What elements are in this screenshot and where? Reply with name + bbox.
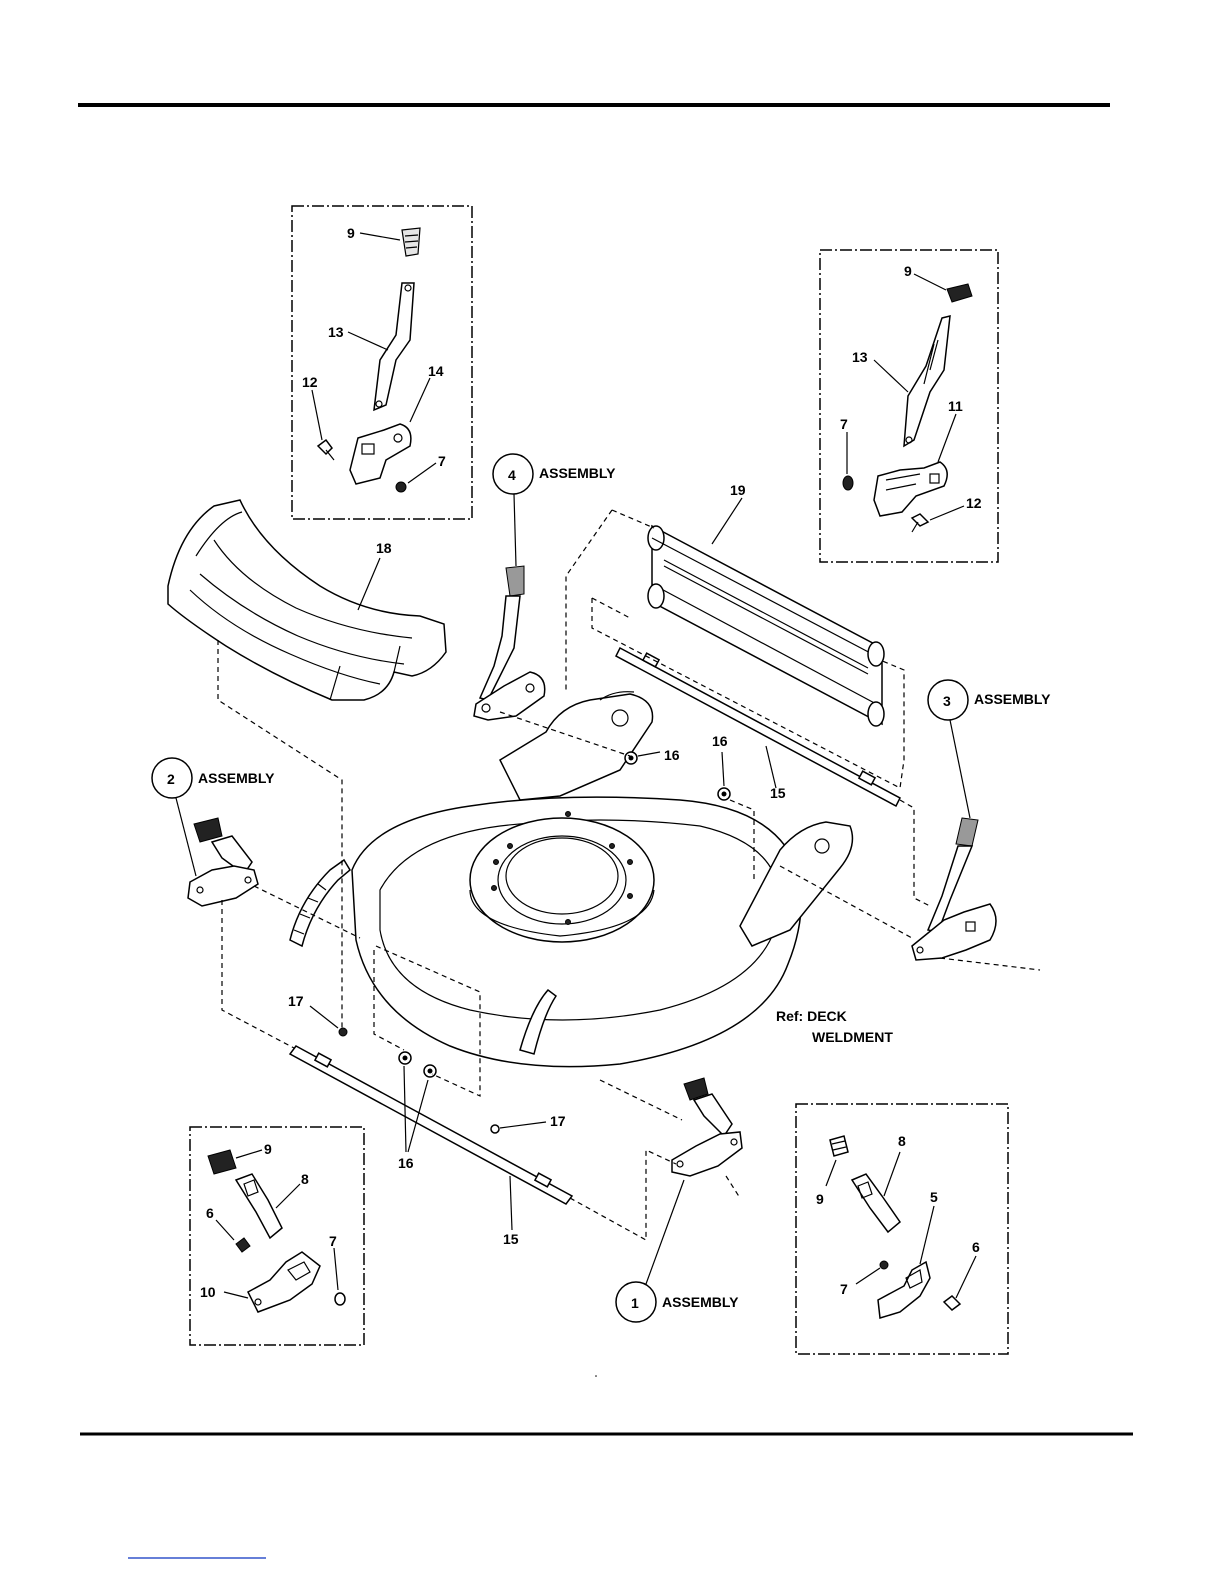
- bracket-icon: [878, 1262, 930, 1318]
- lever-arm-icon: [904, 316, 950, 446]
- part-number: 14: [428, 363, 444, 379]
- grip-icon: [830, 1136, 848, 1156]
- lever-arm-icon: [852, 1174, 900, 1232]
- part-number: 16: [664, 747, 680, 763]
- bracket-icon: [248, 1252, 320, 1312]
- bolt-icon: [944, 1296, 960, 1310]
- grip-icon: [208, 1150, 236, 1174]
- part-number: 13: [328, 324, 344, 340]
- assembly-3-lever: [912, 818, 996, 960]
- part-number: 11: [948, 398, 963, 414]
- part-number: 13: [852, 349, 868, 365]
- assembly-4-lever: [474, 566, 545, 720]
- rear-flap-part: [648, 526, 884, 726]
- part-number: 8: [301, 1171, 309, 1187]
- part-number: 12: [966, 495, 982, 511]
- part-number: 19: [730, 482, 746, 498]
- part-number: 17: [550, 1113, 566, 1129]
- assembly-label: ASSEMBLY: [198, 770, 275, 786]
- screw-icon: [339, 1028, 347, 1036]
- part-number: 9: [347, 225, 355, 241]
- part-number: 9: [904, 263, 912, 279]
- ref-label-line2: WELDMENT: [812, 1029, 893, 1045]
- assembly-1-lever: [672, 1078, 742, 1176]
- bracket-icon: [350, 424, 411, 484]
- nut-icon: [335, 1293, 345, 1305]
- part-number: 16: [398, 1155, 414, 1171]
- part-number: 7: [438, 453, 446, 469]
- deck-weldment-part: [290, 692, 852, 1067]
- part-number: 12: [302, 374, 318, 390]
- part-number: 6: [972, 1239, 980, 1255]
- grip-icon: [947, 284, 972, 302]
- part-number: 9: [264, 1141, 272, 1157]
- bolt-icon: [912, 514, 928, 526]
- part-number: 18: [376, 540, 392, 556]
- part-number: 10: [200, 1284, 216, 1300]
- part-number: 16: [712, 733, 728, 749]
- part-number: 8: [898, 1133, 906, 1149]
- ref-label-line1: Ref: DECK: [776, 1008, 847, 1024]
- nut-icon: [843, 476, 853, 490]
- screw-icon: [491, 1125, 499, 1133]
- assembly-label: ASSEMBLY: [974, 691, 1051, 707]
- nut-icon: [396, 482, 406, 492]
- callout-number: 4: [508, 467, 516, 483]
- part-number: 6: [206, 1205, 214, 1221]
- bolt-icon: [236, 1238, 250, 1252]
- lever-arm-icon: [236, 1174, 282, 1238]
- detail-box-top-left: [292, 206, 472, 519]
- assembly-label: ASSEMBLY: [662, 1294, 739, 1310]
- detail-box-bottom-left: [190, 1127, 364, 1345]
- nut-icon: [880, 1261, 888, 1269]
- rear-cover-part: [168, 500, 446, 700]
- part-number: 7: [840, 1281, 848, 1297]
- part-number: 5: [930, 1189, 938, 1205]
- part-number: 15: [503, 1231, 519, 1247]
- callout-number: 3: [943, 693, 951, 709]
- callout-number: 1: [631, 1295, 639, 1311]
- part-number: 7: [329, 1233, 337, 1249]
- detail-box-top-right: [820, 250, 998, 562]
- part-number: 17: [288, 993, 304, 1009]
- bracket-icon: [874, 462, 947, 516]
- callout-number: 2: [167, 771, 175, 787]
- part-number: 7: [840, 416, 848, 432]
- assembly-label: ASSEMBLY: [539, 465, 616, 481]
- part-number: 15: [770, 785, 786, 801]
- bolt-icon: [318, 440, 332, 454]
- part-number: 9: [816, 1191, 824, 1207]
- assembly-2-lever: [188, 818, 258, 906]
